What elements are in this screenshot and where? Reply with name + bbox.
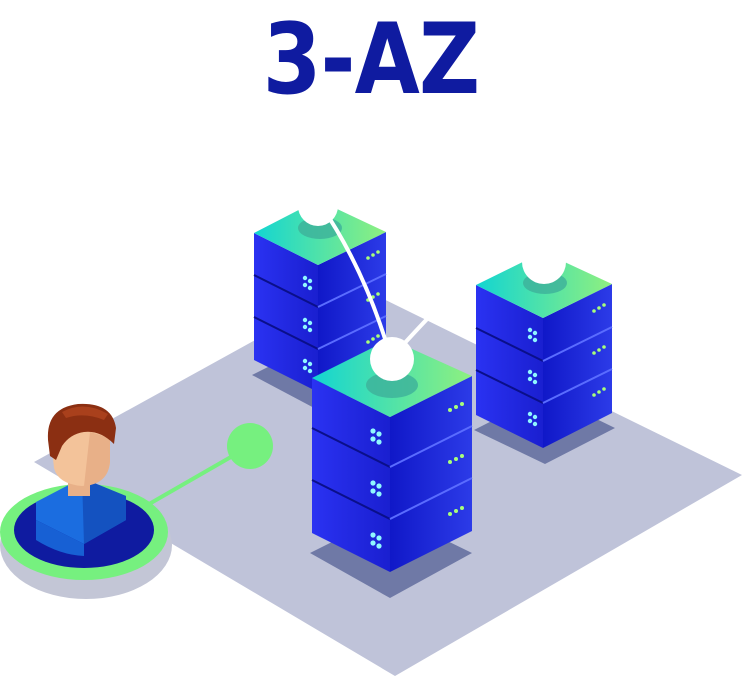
connection-node-icon bbox=[370, 337, 414, 381]
connection-node-icon bbox=[522, 240, 566, 284]
server-icon bbox=[310, 339, 473, 598]
page-title: 3-AZ bbox=[262, 3, 480, 117]
connection-node-icon bbox=[298, 186, 338, 226]
user-icon bbox=[0, 403, 172, 599]
connection-node-icon bbox=[227, 423, 273, 469]
connection-line bbox=[320, 205, 392, 357]
